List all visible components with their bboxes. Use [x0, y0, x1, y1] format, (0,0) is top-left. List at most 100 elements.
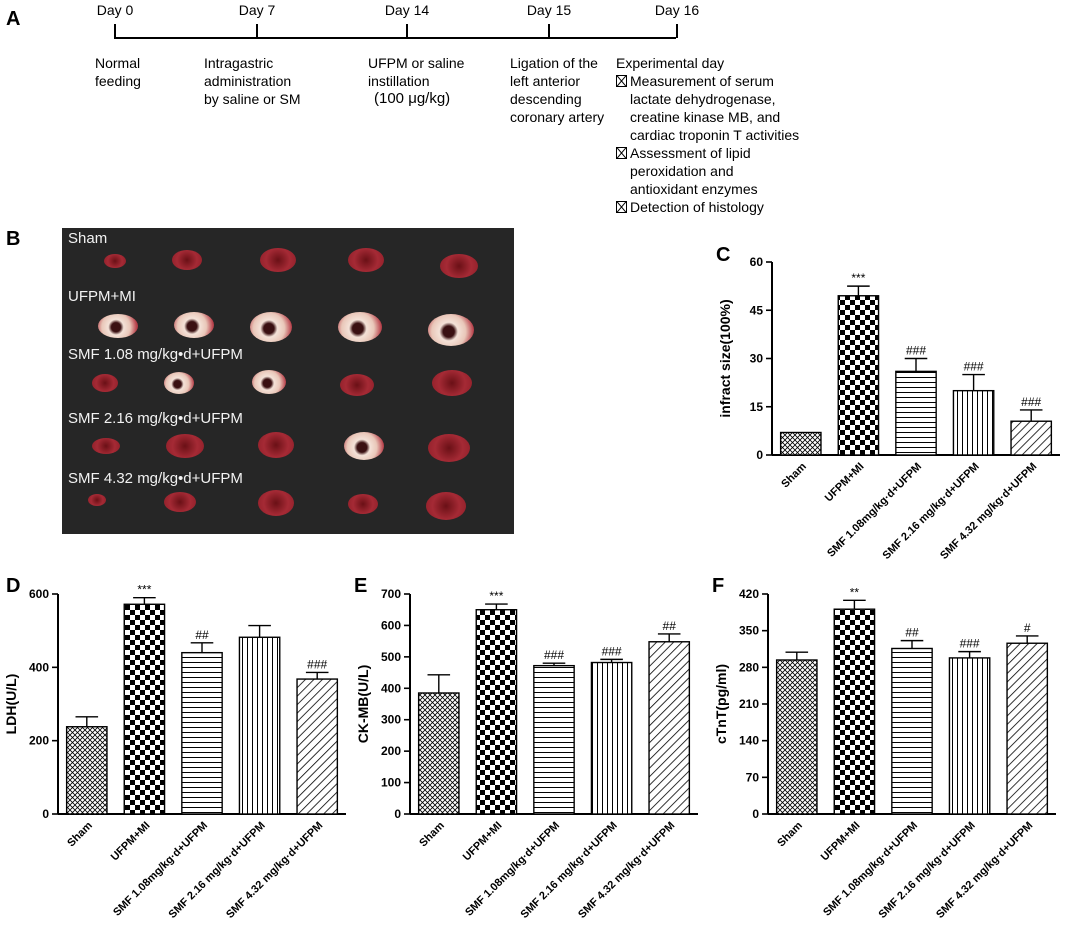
y-tick-label: 210	[739, 697, 759, 711]
timeline-day: Day 15	[526, 2, 572, 18]
category-label: SMF 4.32 mg/kg·d+UFPM	[576, 820, 677, 921]
ctnt-chart: 070140210280350420cTnT(pg/ml)Sham**UFPM+…	[713, 585, 1056, 921]
bar	[775, 659, 818, 815]
bar	[533, 664, 575, 815]
y-tick-label: 0	[42, 807, 49, 821]
significance-label: ###	[602, 644, 622, 658]
heart-section	[258, 432, 294, 458]
category-label: UFPM+MI	[109, 820, 153, 864]
y-tick-label: 350	[739, 624, 759, 638]
heart-section	[92, 438, 120, 454]
y-tick-label: 600	[29, 587, 49, 601]
timeline-step-experimental-title: Experimental day	[616, 55, 725, 71]
heart-section	[258, 490, 294, 516]
category-label: Sham	[417, 819, 447, 849]
significance-label: ###	[544, 648, 564, 662]
category-label: UFPM+MI	[461, 820, 505, 864]
timeline-tick	[548, 24, 550, 38]
heart-section	[172, 250, 202, 270]
heart-section	[260, 248, 296, 272]
y-tick-label: 15	[750, 400, 764, 414]
bar	[837, 295, 880, 456]
y-tick-label: 100	[381, 776, 401, 790]
timeline-day: Day 16	[654, 2, 700, 18]
y-tick-label: 500	[381, 650, 401, 664]
significance-label: ##	[905, 626, 919, 640]
significance-label: ###	[307, 657, 327, 671]
heart-section	[92, 374, 118, 392]
category-label: Sham	[779, 460, 809, 490]
y-tick-label: 300	[381, 713, 401, 727]
heart-section	[174, 312, 214, 338]
category-label: SMF 2.16 mg/kg·d+UFPM	[167, 820, 268, 921]
bar	[296, 678, 339, 815]
category-label: SMF 1.08mg/kg·d+UFPM	[463, 820, 562, 919]
heart-sections-photo: Sham UFPM+MI SMF 1.08 mg/kg•d+UFPM SMF 2…	[62, 228, 514, 534]
significance-label: #	[1024, 621, 1031, 635]
y-tick-label: 200	[381, 744, 401, 758]
timeline-day: Day 7	[238, 2, 276, 18]
significance-label: ##	[663, 619, 677, 633]
y-tick-label: 400	[29, 660, 49, 674]
bar	[475, 609, 518, 815]
heart-section	[428, 314, 474, 346]
timeline-tick	[676, 24, 678, 38]
bar	[952, 389, 995, 456]
bar	[238, 636, 281, 815]
y-tick-label: 45	[750, 303, 764, 317]
y-tick-label: 0	[752, 807, 759, 821]
heart-section	[164, 492, 196, 512]
photo-row-label: UFPM+MI	[68, 288, 136, 305]
checkbox-cross-icon	[616, 201, 627, 213]
y-axis-label: CK-MB(U/L)	[355, 665, 371, 744]
timeline-day: Day 14	[384, 2, 430, 18]
heart-section	[432, 370, 472, 396]
timeline-step-instillation: UFPM or saline instillation	[368, 55, 465, 89]
bar	[648, 641, 691, 815]
timeline-tick	[256, 24, 258, 38]
timeline-experimental-item: Assessment of lipid peroxidation and ant…	[616, 144, 758, 198]
bar	[181, 651, 223, 815]
y-tick-label: 60	[750, 255, 764, 269]
category-label: SMF 2.16 mg/kg·d+UFPM	[519, 820, 620, 921]
heart-section	[88, 494, 106, 506]
y-tick-label: 0	[394, 807, 401, 821]
timeline-day: Day 0	[96, 2, 134, 18]
panel-label-f: F	[712, 575, 725, 597]
timeline-axis	[114, 37, 676, 39]
significance-label: ***	[851, 271, 865, 285]
timeline-step-normal-feeding: Normal feeding	[95, 55, 141, 89]
significance-label: ##	[195, 628, 209, 642]
heart-section	[164, 372, 194, 394]
heart-section	[348, 248, 384, 272]
heart-section	[104, 254, 126, 268]
significance-label: ###	[960, 637, 980, 651]
heart-section	[426, 492, 466, 520]
category-label: UFPM+MI	[823, 461, 867, 505]
heart-section	[338, 312, 382, 342]
bar	[65, 726, 108, 815]
category-label: Sham	[775, 819, 805, 849]
timeline-experimental-item-text: Detection of histology	[630, 199, 764, 215]
y-tick-label: 600	[381, 618, 401, 632]
timeline-experimental-item: Measurement of serum lactate dehydrogena…	[616, 72, 799, 144]
category-label: SMF 4.32 mg/kg·d+UFPM	[224, 820, 325, 921]
ckmb-chart: 0100200300400500600700CK-MB(U/L)Sham***U…	[355, 587, 698, 921]
category-label: SMF 1.08mg/kg·d+UFPM	[821, 820, 920, 919]
timeline-tick	[114, 24, 116, 38]
panel-label-d: D	[6, 575, 21, 597]
timeline-experimental-item: Detection of histology	[616, 198, 764, 216]
y-tick-label: 140	[739, 734, 759, 748]
category-label: SMF 4.32 mg/kg·d+UFPM	[934, 820, 1035, 921]
bar	[948, 657, 991, 815]
bar	[1006, 642, 1049, 815]
panel-label-b: B	[6, 228, 21, 250]
photo-row-label: SMF 4.32 mg/kg•d+UFPM	[68, 470, 243, 487]
bar	[833, 608, 876, 815]
y-tick-label: 0	[756, 448, 763, 462]
category-label: Sham	[65, 819, 95, 849]
bar	[1010, 420, 1053, 456]
significance-label: **	[850, 585, 860, 599]
